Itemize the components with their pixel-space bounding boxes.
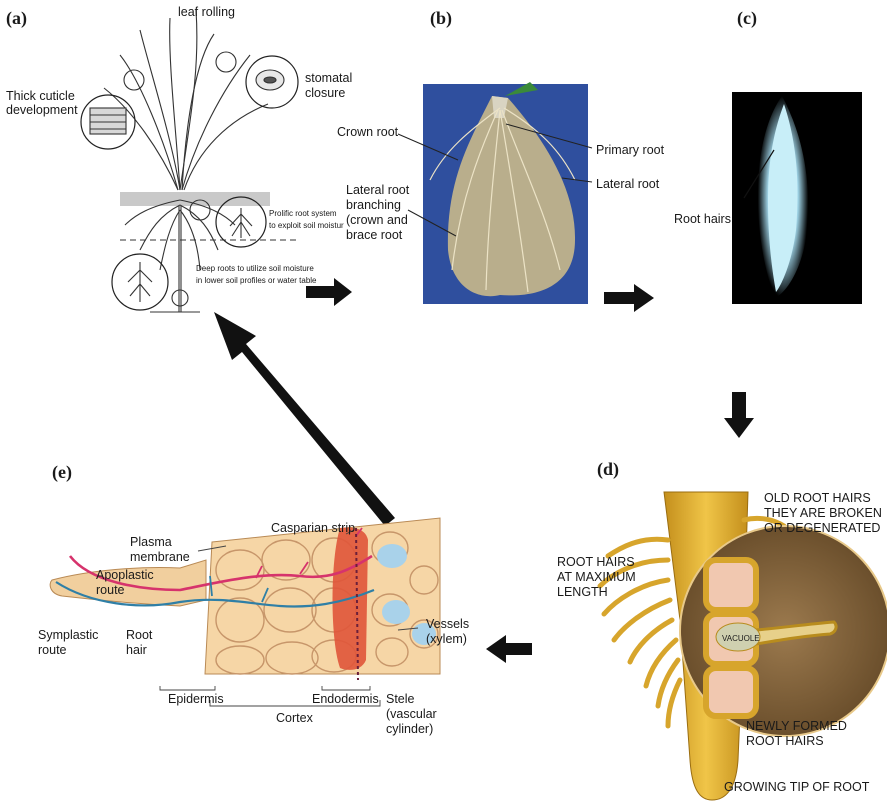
arrow-e-to-a (214, 312, 395, 526)
label-lateral-branching-4: brace root (346, 228, 403, 242)
label-root-hair-1: Root (126, 628, 153, 642)
label-max-2: AT MAXIMUM (557, 570, 636, 584)
label-primary-root: Primary root (596, 143, 665, 157)
label-plasma-2: membrane (130, 550, 190, 564)
panel-a: (a) (6, 5, 352, 312)
label-vacuole: VACUOLE (722, 634, 760, 643)
label-plasma-1: Plasma (130, 535, 172, 549)
arrow-d-to-e (486, 635, 532, 663)
label-old-2: THEY ARE BROKEN (764, 506, 882, 520)
label-endodermis: Endodermis (312, 692, 379, 706)
panel-c: (c) Root hairs (674, 8, 862, 304)
label-casparian: Casparian strip (271, 521, 355, 535)
panel-a-letter: (a) (6, 8, 27, 29)
label-leaf-rolling: leaf rolling (178, 5, 235, 19)
label-thick-cuticle-2: development (6, 103, 78, 117)
label-max-1: ROOT HAIRS (557, 555, 635, 569)
label-apoplastic-2: route (96, 583, 125, 597)
panel-b-letter: (b) (430, 8, 452, 29)
label-new-2: ROOT HAIRS (746, 734, 824, 748)
label-apoplastic-1: Apoplastic (96, 568, 154, 582)
label-stele-1: Stele (386, 692, 415, 706)
panel-d: (d) VACUOLE (557, 459, 887, 800)
label-thick-cuticle-1: Thick cuticle (6, 89, 75, 103)
label-stomatal-1: stomatal (305, 71, 352, 85)
label-symplastic-1: Symplastic (38, 628, 98, 642)
label-lateral-root: Lateral root (596, 177, 660, 191)
label-symplastic-2: route (38, 643, 67, 657)
label-old-1: OLD ROOT HAIRS (764, 491, 871, 505)
panel-b: (b) Crown root Primary root Lateral root… (337, 8, 665, 304)
label-vessels-2: (xylem) (426, 632, 467, 646)
label-stele-2: (vascular (386, 707, 437, 721)
label-root-hairs: Root hairs (674, 212, 731, 226)
label-crown-root: Crown root (337, 125, 399, 139)
label-root-hair-2: hair (126, 643, 147, 657)
panel-e: (e) (38, 462, 469, 736)
panel-d-letter: (d) (597, 459, 619, 480)
arrow-b-to-c (604, 284, 654, 312)
label-cortex: Cortex (276, 711, 314, 725)
label-vessels-1: Vessels (426, 617, 469, 631)
label-old-3: OR DEGENERATED (764, 521, 880, 535)
label-epidermis: Epidermis (168, 692, 224, 706)
label-lateral-branching-1: Lateral root (346, 183, 410, 197)
root-hair-diagram: VACUOLE (600, 492, 887, 800)
label-growing-tip: GROWING TIP OF ROOT (724, 780, 870, 794)
label-prolific-2: to exploit soil moistur (269, 221, 344, 230)
label-new-1: NEWLY FORMED (746, 719, 847, 733)
label-stomatal-2: closure (305, 86, 345, 100)
panel-e-letter: (e) (52, 462, 72, 483)
panel-c-letter: (c) (737, 8, 757, 29)
arrow-c-to-d (724, 392, 754, 438)
label-stele-3: cylinder) (386, 722, 433, 736)
label-deep-1: Deep roots to utilize soil moisture (196, 264, 314, 273)
label-deep-2: in lower soil profiles or water table (196, 276, 317, 285)
label-max-3: LENGTH (557, 585, 608, 599)
label-prolific-1: Prolific root system (269, 209, 337, 218)
root-cross-section (50, 518, 440, 680)
label-lateral-branching-3: (crown and (346, 213, 408, 227)
label-lateral-branching-2: branching (346, 198, 401, 212)
